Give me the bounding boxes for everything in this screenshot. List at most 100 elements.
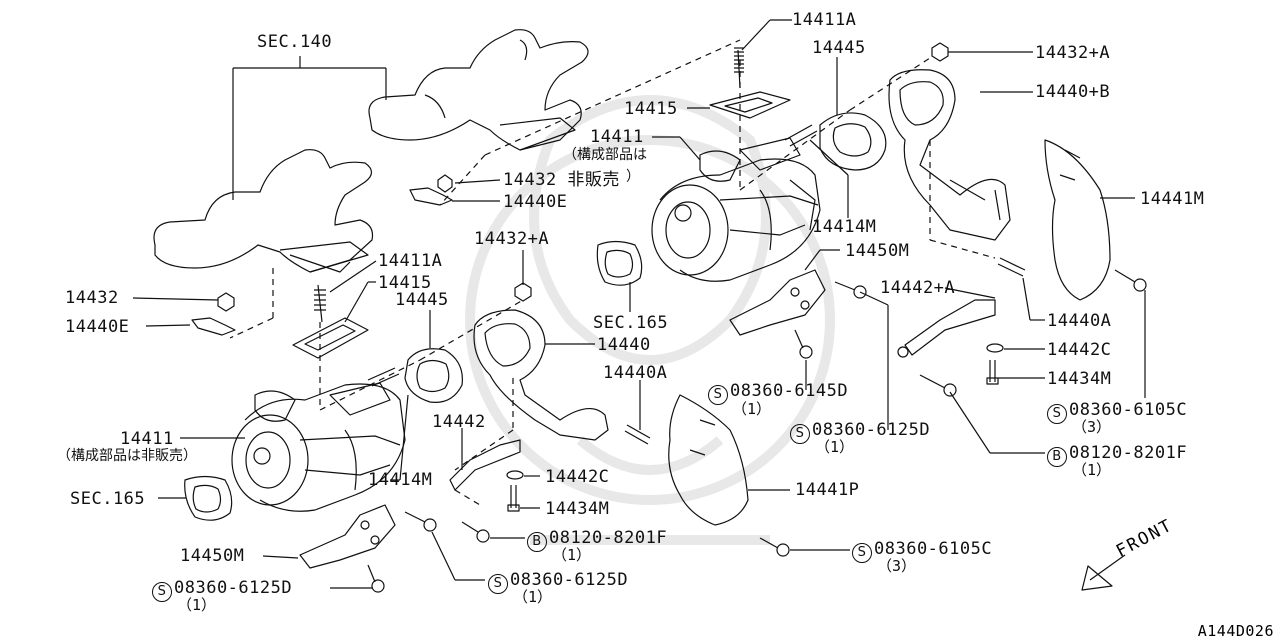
label-14442c-right[interactable]: 14442C (1047, 340, 1112, 360)
exhaust-manifold-lower (153, 149, 374, 273)
screw-symbol: S (852, 543, 872, 563)
label-sec165-left[interactable]: SEC.165 (70, 489, 146, 509)
note-top-2: ） (626, 169, 640, 185)
label-14432-left[interactable]: 14432 (65, 288, 119, 308)
bracket-14450m-top (729, 269, 826, 336)
label-14445-top[interactable]: 14445 (812, 38, 866, 58)
gasket-14445-left (404, 348, 463, 403)
label-14411a-top[interactable]: 14411A (792, 10, 857, 30)
label-14414m-top[interactable]: 14414M (812, 217, 877, 237)
turbocharger-left (231, 382, 406, 512)
bolt-08360-6125d-top (834, 281, 867, 299)
bolt-14414m-top (784, 124, 818, 147)
gasket-sec165-left (184, 475, 233, 521)
gasket-14445-top (819, 112, 887, 171)
nut-14432a-mid (514, 282, 532, 302)
label-14440a-mid[interactable]: 14440A (603, 363, 668, 383)
label-14445-left[interactable]: 14445 (395, 290, 449, 310)
label-14450m-top[interactable]: 14450M (845, 241, 910, 261)
bracket-14450m-left (299, 504, 396, 569)
label-14414m-left[interactable]: 14414M (368, 470, 433, 490)
gasket-14415-top (709, 47, 791, 119)
label-14411a-left[interactable]: 14411A (378, 251, 443, 271)
nut-14432-top (437, 174, 453, 193)
stud-14411a-left (314, 284, 326, 323)
label-14450m-left[interactable]: 14450M (180, 546, 245, 566)
bolt-08360-6125d-bot (404, 511, 437, 532)
qty-08360-6105c-right: （3） (1072, 418, 1112, 436)
heat-shield-14441m (1044, 139, 1111, 301)
qty-08360-6105c-bot: （3） (877, 557, 917, 575)
note-top-1: （構成部品は (563, 147, 647, 163)
label-14440[interactable]: 14440 (597, 335, 651, 355)
label-14411-top[interactable]: 14411 (590, 127, 644, 147)
bolt-08360-6125d-left (367, 564, 385, 593)
label-14432-np[interactable]: 14432 非販売 (503, 170, 620, 190)
label-14442c-mid[interactable]: 14442C (545, 467, 610, 487)
label-14415-left[interactable]: 14415 (378, 273, 432, 293)
screw-symbol: S (152, 582, 172, 602)
label-14441m[interactable]: 14441M (1140, 189, 1205, 209)
screw-symbol: S (1047, 404, 1067, 424)
qty-08360-6125d-bot: （1） (513, 588, 553, 606)
screw-symbol: S (488, 574, 508, 594)
bracket-14442a (897, 299, 996, 358)
label-sec165-mid[interactable]: SEC.165 (593, 313, 669, 333)
nut-14432a-top (931, 42, 949, 62)
label-14442a[interactable]: 14442+A (880, 278, 956, 298)
label-14432a-top[interactable]: 14432+A (1035, 43, 1111, 63)
note-left: （構成部品は非販売） (57, 448, 197, 464)
qty-08120-8201f-right: （1） (1072, 461, 1112, 479)
alignment-lines (229, 39, 996, 506)
nut-14432-left (217, 292, 235, 312)
bolt-symbol: B (1047, 447, 1067, 467)
qty-08120-8201f-mid: （1） (552, 546, 592, 564)
label-14415-top[interactable]: 14415 (624, 99, 678, 119)
screw-symbol: S (790, 424, 810, 444)
label-14441p[interactable]: 14441P (795, 480, 860, 500)
bolt-08360-6105c-bot (759, 537, 790, 557)
qty-08360-6145d: （1） (732, 400, 772, 418)
label-14434m-mid[interactable]: 14434M (545, 499, 610, 519)
label-14434m-right[interactable]: 14434M (1047, 369, 1112, 389)
stud-14440a-mid (624, 424, 651, 445)
bracket-14442 (449, 439, 521, 491)
label-14440e-top[interactable]: 14440E (503, 192, 568, 212)
leader-lines (132, 19, 1146, 589)
exhaust-outlet-14440 (473, 309, 609, 441)
bolt-14434m-mid (507, 485, 520, 512)
exhaust-outlet-14440b (888, 69, 1011, 241)
plate-14440e-top (409, 187, 453, 206)
stud-14440a-right (997, 257, 1026, 277)
label-14411-left[interactable]: 14411 (120, 429, 174, 449)
gasket-sec165-mid (596, 240, 643, 286)
bolt-08120-8201f-right (919, 374, 957, 397)
qty-08360-6125d-mid: （1） (815, 438, 855, 456)
diagram-id: A144D026 (1197, 622, 1274, 640)
heat-shield-14441p (668, 394, 749, 526)
sec140-bracket (232, 56, 387, 200)
plate-14440e-left (191, 317, 236, 336)
turbocharger-top (651, 137, 821, 282)
qty-08360-6125d-left: （1） (177, 596, 217, 614)
washer-14442c-mid (506, 470, 524, 480)
label-14440a-right[interactable]: 14440A (1047, 311, 1112, 331)
label-14440e-left[interactable]: 14440E (65, 317, 130, 337)
front-arrow (1081, 554, 1126, 591)
label-sec140[interactable]: SEC.140 (257, 32, 333, 52)
label-14442[interactable]: 14442 (432, 412, 486, 432)
gasket-14415-left (292, 317, 369, 359)
bolt-08120-8201f-mid (461, 521, 490, 543)
screw-symbol: S (708, 385, 728, 405)
label-14432a-mid[interactable]: 14432+A (474, 229, 550, 249)
label-14440b[interactable]: 14440+B (1035, 82, 1111, 102)
